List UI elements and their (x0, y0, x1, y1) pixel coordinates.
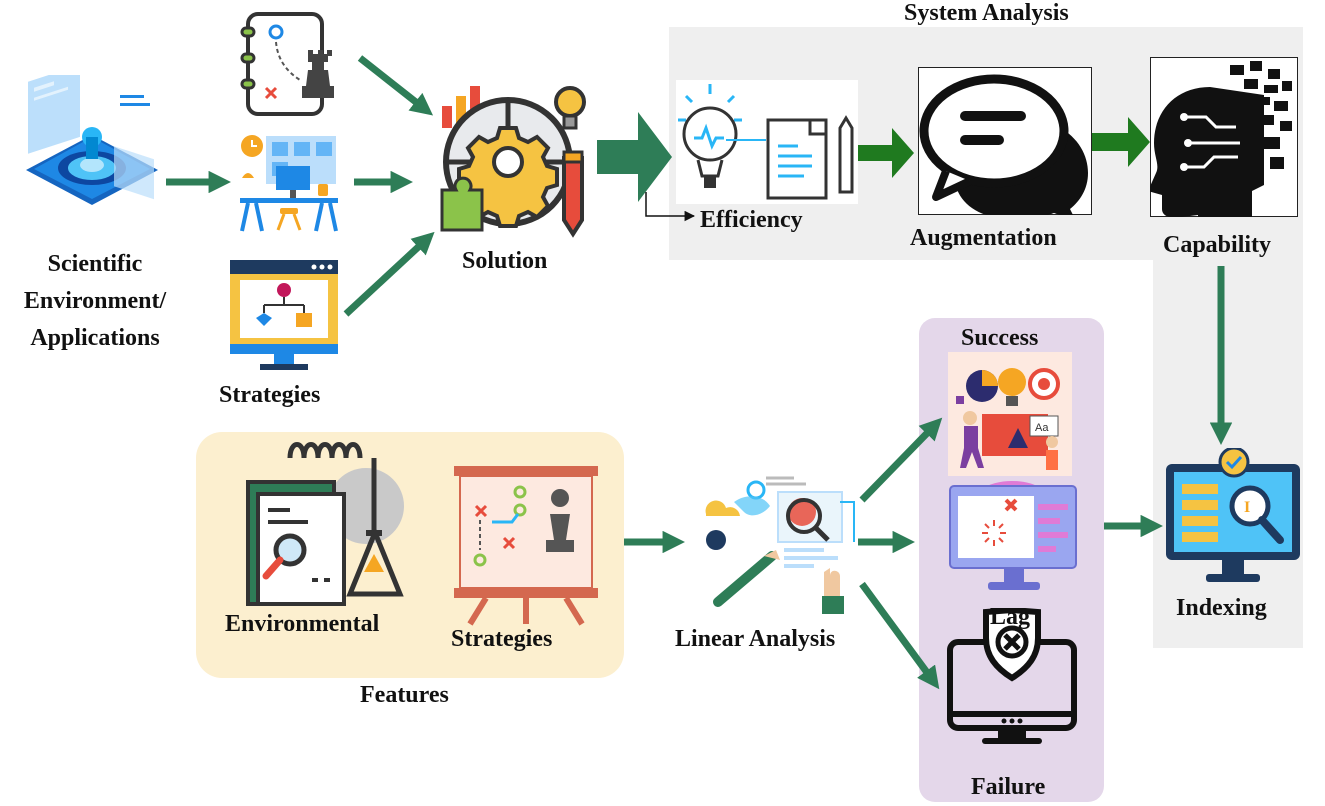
strategies-bottom-label: Strategies (451, 626, 553, 652)
efficiency-label: Efficiency (700, 207, 803, 233)
scientific-line3: Applications (30, 325, 160, 351)
failure-shield-icon (947, 608, 1077, 744)
flowchart-monitor-icon (230, 260, 338, 370)
success-aa-text: Aa (1035, 422, 1049, 434)
arrow-to-efficiency-label (645, 192, 696, 222)
arrow-linear-to-failure (859, 581, 940, 690)
failure-label: Failure (971, 774, 1046, 800)
speech-bubbles-icon (918, 67, 1092, 215)
strategies-top-label: Strategies (219, 382, 321, 408)
arrow-flowchart-to-solution (343, 231, 435, 317)
svg-text:I: I (1244, 499, 1250, 516)
isometric-platform-icon (26, 75, 158, 205)
arrow-linear-to-success (859, 417, 943, 503)
success-label: Success (961, 325, 1039, 351)
solution-label: Solution (462, 248, 548, 274)
indexing-monitor-icon: I (1166, 448, 1300, 582)
success-illustration-icon: Aa (948, 352, 1072, 476)
gear-solution-icon (440, 86, 586, 238)
scientific-environment-label: Scientific Environment/ Applications (10, 246, 180, 357)
lab-report-flask-icon (246, 442, 404, 606)
lightbulb-document-icon (676, 80, 858, 204)
chess-board-easel-icon (454, 466, 598, 626)
arrow-solution-to-efficiency (597, 112, 672, 202)
augmentation-label: Augmentation (910, 225, 1057, 251)
capability-label: Capability (1163, 232, 1272, 258)
scientific-line1: Scientific (47, 251, 143, 277)
indexing-label: Indexing (1176, 595, 1267, 621)
workspace-desk-icon (240, 135, 338, 232)
system-analysis-title: System Analysis (904, 0, 1069, 26)
arrow-augmentation-to-capability (1092, 117, 1150, 167)
lag-monitor-icon (949, 480, 1077, 590)
arrow-chess-to-solution (357, 55, 434, 116)
linear-analysis-illustration-icon (694, 462, 862, 620)
scientific-line2: Environment/ (23, 288, 167, 314)
lag-label: Lag (990, 604, 1031, 630)
chess-strategy-icon (240, 12, 334, 116)
linear-analysis-label: Linear Analysis (675, 626, 836, 652)
features-label: Features (360, 682, 449, 708)
arrow-efficiency-to-augmentation (858, 128, 914, 178)
environmental-label: Environmental (225, 611, 380, 637)
ai-head-icon (1150, 57, 1298, 217)
